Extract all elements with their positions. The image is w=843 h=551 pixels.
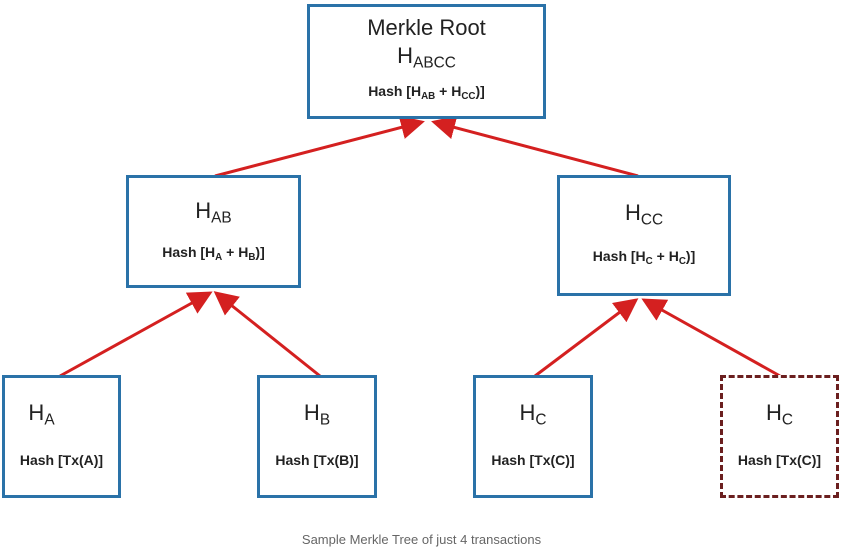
arrow-c-to-cc (534, 298, 639, 378)
leaf-ha: HA Hash [Tx(A)] (2, 375, 121, 498)
hab-hash: Hash [HA + HB)] (162, 244, 265, 263)
diagram-caption: Sample Merkle Tree of just 4 transaction… (301, 532, 542, 547)
root-hash: Hash [HAB + HCC)] (368, 83, 485, 102)
arrow-a-to-ab (59, 291, 213, 378)
leaf-hb: HB Hash [Tx(B)] (257, 375, 377, 498)
arrow-b-to-ab (213, 291, 321, 378)
arrow-cc-to-root (431, 115, 639, 178)
hcc-label: HCC (624, 200, 664, 229)
hcc-hash: Hash [HC + HC)] (592, 248, 696, 267)
leaf-hash: Hash [Tx(B)] (275, 452, 359, 468)
merkle-root-node: Merkle Root HABCC Hash [HAB + HCC)] (307, 4, 546, 119)
leaf-label: HC (519, 400, 547, 429)
leaf-hc-duplicate: HC Hash [Tx(C)] (720, 375, 839, 498)
node-hcc: HCC Hash [HC + HC)] (557, 175, 731, 296)
root-title: Merkle Root (367, 15, 486, 40)
leaf-hash: Hash [Tx(C)] (491, 452, 575, 468)
leaf-hc: HC Hash [Tx(C)] (473, 375, 593, 498)
leaf-label: HC (765, 400, 793, 429)
root-label: HABCC (397, 43, 456, 72)
arrow-ab-to-root (214, 115, 425, 178)
leaf-hash: Hash [Tx(A)] (19, 452, 104, 468)
leaf-label: HB (303, 400, 331, 429)
arrow-c-dup-to-cc (641, 298, 781, 378)
leaf-label: HA (28, 400, 55, 429)
leaf-hash: Hash [Tx(C)] (737, 452, 822, 468)
node-hab: HAB Hash [HA + HB)] (126, 175, 301, 288)
hab-label: HAB (195, 198, 232, 227)
